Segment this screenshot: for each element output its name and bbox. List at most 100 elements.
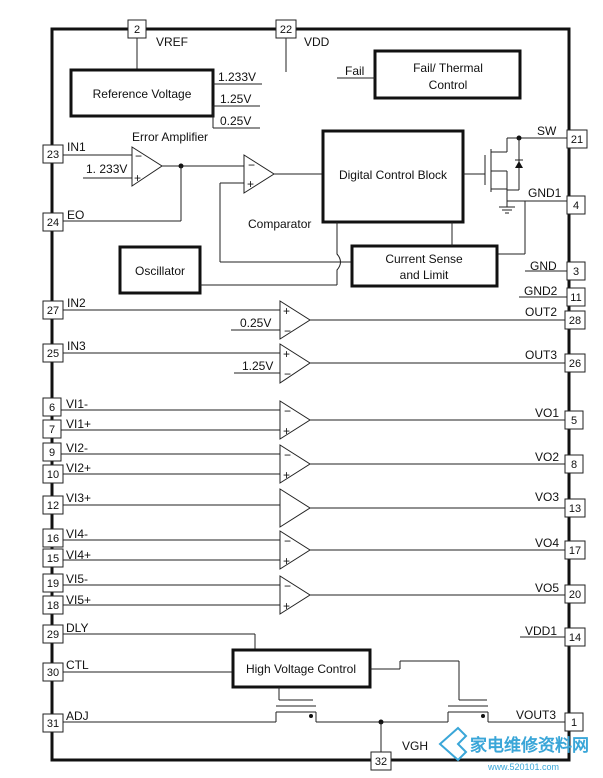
pin-box-vi4m [42,528,64,548]
current-sense-label-2: and Limit [400,268,449,282]
pin-num-in1: 23 [47,149,59,161]
pin-label-vo1: VO1 [535,406,559,420]
pin-box-gnd [566,261,586,281]
error-amplifier [131,146,163,187]
pin-num-sw: 21 [571,134,583,146]
digital-control-block [321,129,465,224]
pin-box-vi4p [42,548,64,568]
pin-box-vi1m [42,397,62,417]
pin-num-vi2p: 10 [47,469,59,481]
amp-out3 [279,343,311,384]
pin-num-out2: 28 [569,315,581,327]
pin-num-gnd2: 11 [570,292,581,304]
pin-label-vref: VREF [156,35,188,49]
current-sense-limit-block [350,244,499,288]
pin-label-vi1p: VI1+ [66,417,91,431]
ea-ref-label: 1. 233V [86,162,127,176]
watermark-logo [438,726,468,762]
pin-box-vi1p [42,419,62,439]
pin-num-vgh: 32 [375,756,387,768]
pin-num-vi1m: 6 [49,402,55,414]
svg-text:+: + [283,554,290,568]
high-voltage-control-label: High Voltage Control [246,662,356,676]
pin-label-vi3p: VI3+ [66,491,91,505]
pin-num-vdd1: 14 [569,632,581,644]
pin-label-gnd1: GND1 [528,186,562,200]
fail-label: Fail [345,64,364,78]
comparator [243,154,275,194]
amp-vo5 [279,575,311,615]
pin-label-vout3: VOUT3 [516,708,556,722]
error-amplifier-label: Error Amplifier [132,130,208,144]
pin-label-vi4p: VI4+ [66,548,91,562]
pin-label-vdd1: VDD1 [525,624,557,638]
pin-label-vi2m: VI2- [66,441,88,455]
pin-label-vi5p: VI5+ [66,593,91,607]
pin-box-vo2 [564,454,584,474]
comparator-label: Comparator [248,217,311,231]
watermark: 家电维修资料网 www.520101.com [438,726,589,772]
pin-box-gnd2 [566,287,586,307]
pin-num-vo2: 8 [571,459,577,471]
svg-text:+: + [283,468,290,482]
pin-num-vi2m: 9 [49,447,55,459]
pin-label-adj: ADJ [66,709,89,723]
pin-label-out3: OUT3 [525,348,557,362]
pin-label-ctl: CTL [66,658,89,672]
amp-vo1 [279,400,311,440]
pin-label-vo5: VO5 [535,581,559,595]
pin-num-vi1p: 7 [49,424,55,436]
pin-box-vi2m [42,442,62,462]
pin-box-vout3 [564,712,584,732]
pin-num-vi3p: 12 [47,500,59,512]
pin-num-vout3: 1 [571,717,577,729]
pin-box-vo1 [564,410,584,430]
pin-num-adj: 31 [47,718,59,730]
pin-num-gnd1: 4 [573,200,579,212]
pin-num-vref: 2 [134,24,140,36]
watermark-text: 家电维修资料网 [470,735,589,755]
svg-text:+: + [247,177,254,191]
fail-thermal-label-2: Control [429,78,468,92]
pin-num-eo: 24 [47,217,59,229]
reference-voltage-block [69,68,215,118]
pin-label-gnd: GND [530,259,557,273]
pin-num-in2: 27 [47,305,59,317]
svg-text:−: − [284,324,291,338]
fail-thermal-control-block [373,49,522,100]
pin-label-vdd: VDD [304,35,330,49]
fail-thermal-label-1: Fail/ Thermal [413,61,483,75]
pin-num-dly: 29 [47,629,59,641]
high-voltage-control-block [231,648,372,689]
pin-num-vo4: 17 [569,545,581,557]
pin-label-vi1m: VI1- [66,397,88,411]
pin-label-vi2p: VI2+ [66,461,91,475]
pin-num-gnd: 3 [573,266,579,278]
svg-text:+: + [283,347,290,361]
current-sense-label-1: Current Sense [385,252,463,266]
pin-num-vo1: 5 [571,415,577,427]
pin-num-out3: 26 [569,358,581,370]
in3-ref-label: 1.25V [242,359,273,373]
svg-text:−: − [284,367,291,381]
pin-num-vdd: 22 [280,24,292,36]
ref-025-label: 0.25V [220,114,251,128]
svg-text:+: + [283,599,290,613]
pin-label-vgh: VGH [402,739,428,753]
pin-num-vo3: 13 [569,503,581,515]
pin-num-in3: 25 [47,348,59,360]
amp-vo4 [279,530,311,570]
amp-out2 [279,300,311,340]
pin-box-out3 [564,353,586,373]
in2-ref-label: 0.25V [240,316,271,330]
pin-num-vi5p: 18 [47,600,59,612]
pin-num-vi4p: 15 [47,553,59,565]
pin-box-adj [42,713,64,733]
pin-box-vdd1 [564,627,586,647]
svg-text:−: − [284,534,291,548]
svg-text:−: − [284,404,291,418]
pin-label-gnd2: GND2 [524,284,558,298]
svg-text:+: + [134,171,141,185]
watermark-sub: www.520101.com [487,762,559,772]
pin-box-out2 [564,310,586,330]
